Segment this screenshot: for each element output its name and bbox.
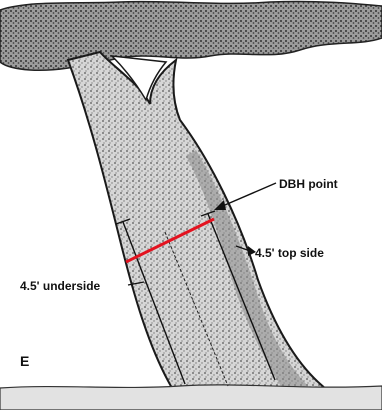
- top-side-label: 4.5' top side: [255, 246, 324, 260]
- ground-line: [0, 385, 382, 410]
- underside-label: 4.5' underside: [20, 279, 100, 293]
- dbh-point-label: DBH point: [279, 177, 338, 191]
- tree-trunk: [68, 52, 330, 392]
- panel-letter: E: [20, 354, 29, 368]
- tree-canopy: [0, 1, 382, 70]
- dbh-leader-line: [218, 183, 276, 208]
